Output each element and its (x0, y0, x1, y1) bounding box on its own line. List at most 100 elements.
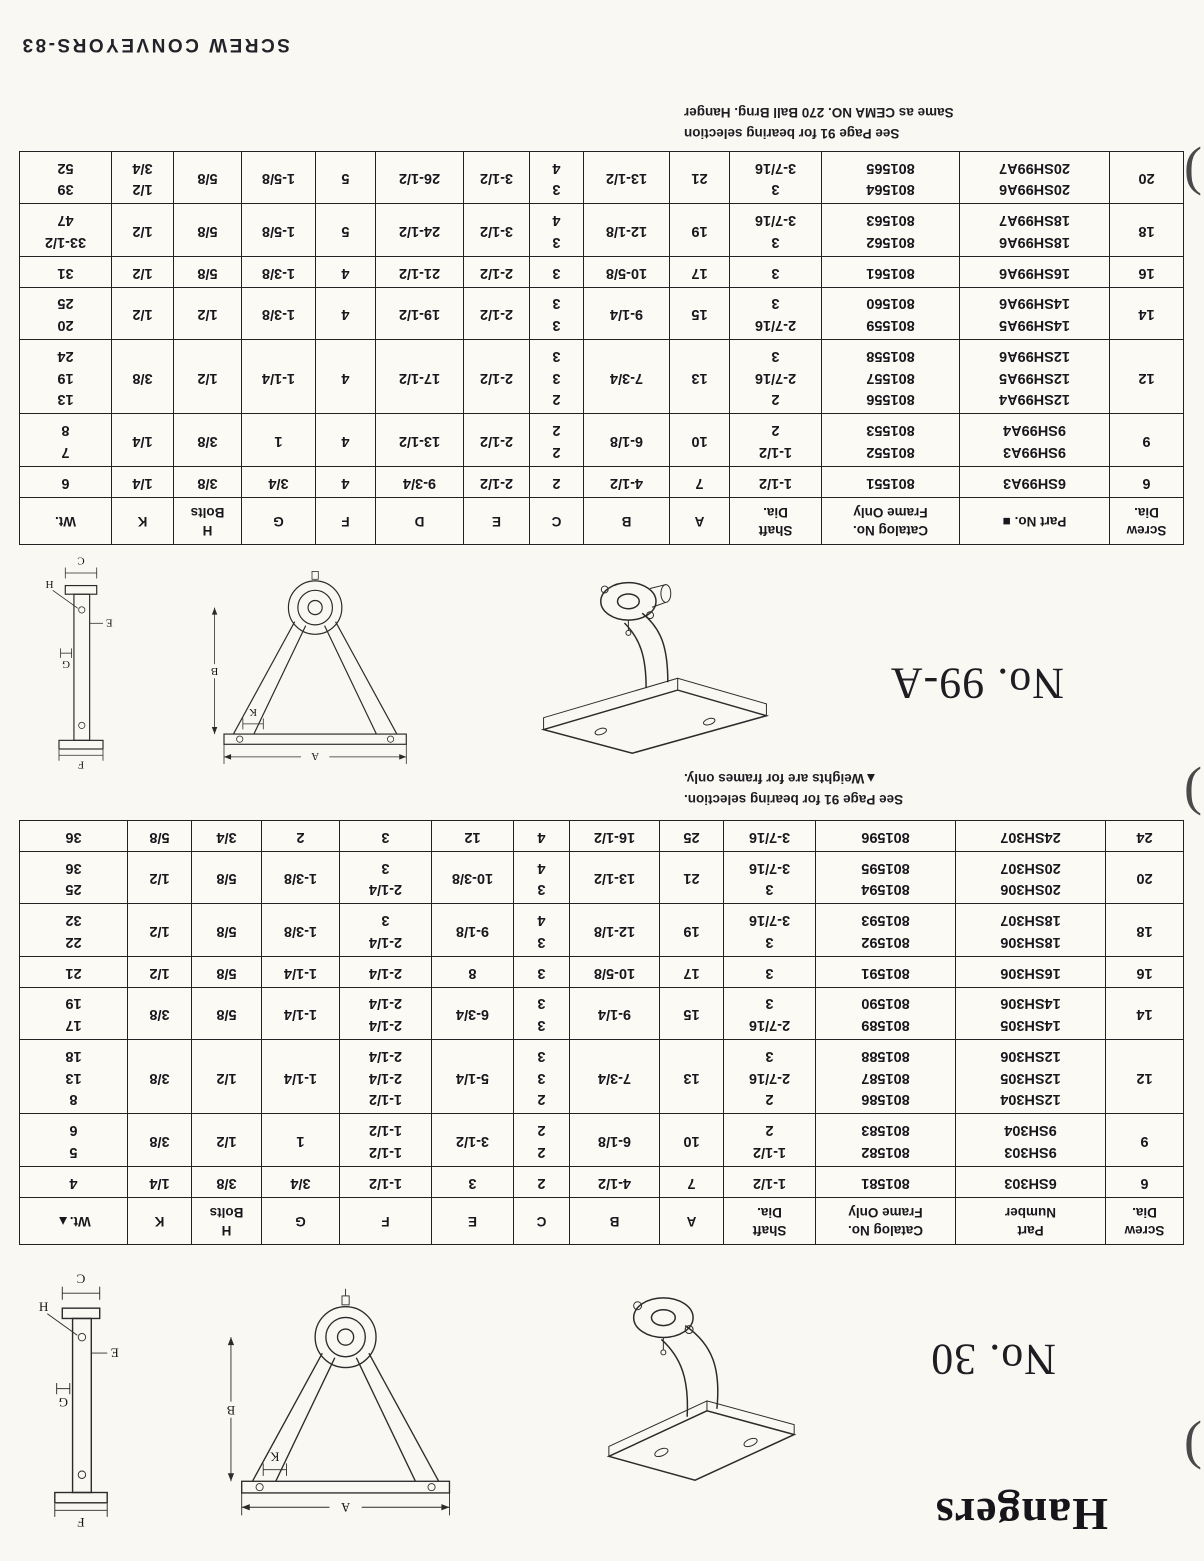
table-cell: 9SH99A3 9SH99A4 (959, 413, 1110, 467)
table-cell: 5 (315, 151, 376, 204)
table-cell: 801552 801553 (821, 413, 960, 467)
table-cell: 1-1/2 (723, 1166, 816, 1198)
dim-label-c: C (77, 554, 84, 566)
column-header: Wt. (19, 497, 112, 545)
table-cell: 1-3/8 (261, 903, 340, 957)
table-cell: 1/2 (111, 256, 174, 288)
table-cell: 1/2 (173, 339, 242, 414)
table-cell: 20 (1109, 151, 1184, 204)
table-cell: 3/8 (173, 413, 242, 467)
column-header: Screw Dia. (1109, 497, 1184, 545)
column-header: G (241, 497, 316, 545)
column-header: Shaft Dia. (723, 1197, 816, 1245)
table-cell: 17 (659, 956, 724, 988)
table-cell: 801589 801590 (815, 987, 956, 1040)
table-cell: 9 (1109, 413, 1184, 467)
note-cema-equivalent: Same as CEMA NO. 270 Ball Brng. Hanger (684, 105, 954, 121)
table-cell: 2-1/4 3 (339, 851, 432, 904)
table-cell: 3 3 (529, 287, 584, 340)
table-cell: 1/4 (111, 466, 174, 498)
table-cell: 17-1/2 (375, 339, 464, 414)
table-cell: 39 52 (19, 151, 112, 204)
column-header: G (261, 1197, 340, 1245)
table-cell: 3 (729, 256, 822, 288)
dim-label-c: C (76, 1271, 85, 1286)
table-cell: 15 (659, 987, 724, 1040)
dim-label-k: K (249, 706, 257, 718)
header-row: Screw Dia.Part No. ■Catalog No. Frame On… (19, 497, 1184, 545)
table-cell: 14 (1109, 287, 1184, 340)
print-registration-mark: ) (1184, 146, 1202, 206)
table-cell: 3-1/2 (463, 151, 530, 204)
table-cell: 5/8 (191, 851, 262, 904)
table-cell: 24 (1105, 820, 1184, 852)
column-header: Wt.▲ (19, 1197, 128, 1245)
table-cell: 5 (315, 203, 376, 257)
table-cell: 20SH306 20SH307 (955, 851, 1106, 904)
model-label-no-99a: No. 99-A (889, 659, 1064, 708)
table-cell: 5-1/4 (431, 1039, 514, 1114)
column-header: Shaft Dia. (729, 497, 822, 545)
table-cell: 801591 (815, 956, 956, 988)
table-cell: 1-1/2 (339, 1166, 432, 1198)
table-cell: 801596 (815, 820, 956, 852)
table-cell: 17 (669, 256, 730, 288)
column-header: E (431, 1197, 514, 1245)
table-cell: 21 (19, 956, 128, 988)
table-cell: 6-3/4 (431, 987, 514, 1040)
table-cell: 12 (1109, 339, 1184, 414)
table-cell: 18 (1109, 203, 1184, 257)
table-cell: 13 (669, 339, 730, 414)
page-title: Hangers (934, 1489, 1108, 1540)
table-cell: 20SH99A6 20SH99A7 (959, 151, 1110, 204)
note-bearing-selection: See Page 91 for bearing selection. (684, 792, 904, 807)
column-header: A (669, 497, 730, 545)
table-cell: 33-1/2 47 (19, 203, 112, 257)
table-cell: 5/8 (127, 820, 192, 852)
column-header: K (111, 497, 174, 545)
table-cell: 12SH99A4 12SH99A5 12SH99A6 (959, 339, 1110, 414)
table-cell: 1/2 (191, 1039, 262, 1114)
table-cell: 4 (315, 466, 376, 498)
table-cell: 15 (669, 287, 730, 340)
table-cell: 10-5/8 (583, 256, 670, 288)
table-cell: 10 (659, 1113, 724, 1167)
table-cell: 24-1/2 (375, 203, 464, 257)
table-cell: 2-1/4 2-1/4 (339, 987, 432, 1040)
table-cell: 3/8 (111, 339, 174, 414)
table-cell: 16 (1109, 256, 1184, 288)
table-cell: 4-1/2 (569, 1166, 660, 1198)
table-cell: 14 (1105, 987, 1184, 1040)
table-cell: 801551 (821, 466, 960, 498)
table-cell: 1-3/8 (261, 851, 340, 904)
table-cell: 5/8 (173, 256, 242, 288)
no-99a-side-dimension-view: F H G E C (46, 554, 113, 770)
column-header: F (339, 1197, 432, 1245)
table-cell: 5/8 (191, 956, 262, 988)
column-header: B (569, 1197, 660, 1245)
table-cell: 3/8 (127, 1113, 192, 1167)
table-cell: 4 (315, 256, 376, 288)
no-99a-table-notes: See Page 91 for bearing selection Same a… (684, 101, 1014, 143)
no-99a-hanger-isometric-drawing (540, 581, 770, 754)
table-cell: 801559 801560 (821, 287, 960, 340)
table-cell: 8 (431, 956, 514, 988)
table-cell: 12 (431, 820, 514, 852)
table-cell: 9-1/4 (583, 287, 670, 340)
note-bearing-selection: See Page 91 for bearing selection (684, 126, 900, 141)
table-cell: 14SH99A5 14SH99A6 (959, 287, 1110, 340)
table-cell: 1/2 (127, 956, 192, 988)
table-cell: 4 (315, 287, 376, 340)
table-cell: 2-1/2 (463, 256, 530, 288)
table-cell: 3-1/2 (431, 1113, 514, 1167)
table-cell: 3/4 (191, 820, 262, 852)
